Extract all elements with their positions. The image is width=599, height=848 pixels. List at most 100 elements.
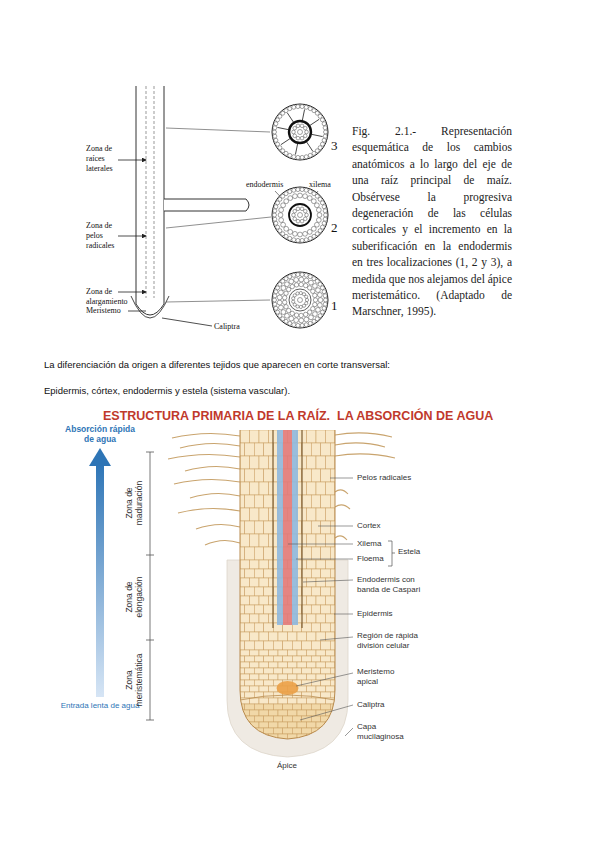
leader-line	[162, 318, 212, 326]
cell	[323, 134, 327, 138]
cell	[250, 632, 260, 641]
cell	[302, 692, 312, 698]
cell	[304, 278, 309, 283]
cell	[316, 534, 326, 547]
xylem-vessel	[298, 213, 303, 218]
callout-number: 2	[331, 220, 338, 236]
cell	[264, 521, 274, 534]
cell	[311, 605, 321, 614]
cell	[240, 560, 250, 569]
cell	[240, 430, 250, 443]
cell	[297, 650, 307, 656]
cell	[321, 469, 331, 482]
cell	[277, 295, 282, 300]
cell	[245, 740, 255, 746]
cell	[322, 122, 326, 126]
cell	[313, 293, 317, 297]
endodermis-ring	[289, 121, 311, 143]
cell	[264, 704, 274, 710]
callout-number: 3	[331, 138, 338, 154]
cell	[335, 482, 345, 495]
arrow-label: Entrada lenta de agua	[60, 701, 140, 711]
cell	[250, 650, 260, 656]
cell	[283, 728, 293, 734]
cell	[326, 614, 336, 623]
cell	[335, 456, 345, 469]
cell	[294, 277, 299, 282]
cell	[273, 213, 277, 217]
cell	[321, 605, 331, 614]
cell	[320, 118, 324, 122]
cell	[321, 443, 331, 456]
cell	[298, 298, 303, 303]
cell	[273, 126, 277, 130]
cell	[316, 614, 326, 623]
cell	[292, 213, 296, 217]
cell	[318, 114, 322, 118]
cell	[245, 521, 255, 534]
cell	[288, 650, 298, 656]
cell	[305, 295, 308, 298]
cell	[254, 716, 264, 722]
cell	[307, 674, 317, 680]
cell	[288, 275, 292, 279]
cell	[311, 641, 321, 650]
cell	[335, 560, 345, 569]
cell	[240, 614, 250, 623]
cell	[323, 126, 327, 130]
cell	[264, 692, 274, 698]
cell	[316, 662, 326, 668]
cell	[335, 632, 345, 641]
root-hair	[190, 493, 240, 498]
cell	[245, 641, 255, 650]
cell	[326, 686, 336, 692]
cell	[308, 236, 312, 240]
cell	[316, 560, 326, 569]
cell	[264, 569, 274, 578]
cell	[283, 656, 293, 662]
cell	[288, 722, 298, 728]
cell	[318, 298, 323, 303]
part-label: Meristemo	[86, 306, 121, 316]
cell	[264, 495, 274, 508]
cell	[293, 231, 298, 236]
cell	[284, 192, 288, 196]
cell	[284, 291, 288, 295]
cell	[296, 105, 300, 109]
cell	[259, 508, 269, 521]
cell	[326, 560, 336, 569]
zone-label: Zona de maduración	[124, 473, 144, 533]
cell	[259, 650, 269, 656]
cell	[285, 313, 290, 318]
cell	[307, 310, 311, 314]
cell	[326, 456, 336, 469]
cortex-spoke	[287, 113, 293, 122]
cell	[254, 569, 264, 578]
cell	[281, 203, 286, 208]
cell	[307, 722, 317, 728]
cell	[293, 217, 297, 221]
cell	[316, 482, 326, 495]
cell	[245, 495, 255, 508]
root-hair	[335, 536, 347, 540]
cell	[298, 232, 303, 237]
cell	[288, 153, 292, 157]
cell	[294, 313, 298, 317]
cell	[308, 153, 312, 157]
cell	[269, 662, 279, 668]
cell	[254, 469, 264, 482]
cell	[283, 716, 293, 722]
cell	[311, 226, 316, 231]
cell	[307, 286, 311, 290]
section-outline	[272, 104, 328, 160]
cell	[307, 710, 317, 716]
cross-section	[272, 272, 328, 328]
cell	[274, 306, 278, 310]
cell	[292, 300, 295, 303]
cell	[264, 668, 274, 674]
part-label: Cortex	[357, 521, 381, 531]
cell	[302, 623, 312, 632]
cell	[303, 134, 307, 138]
cell	[240, 686, 250, 692]
cell	[302, 656, 312, 662]
